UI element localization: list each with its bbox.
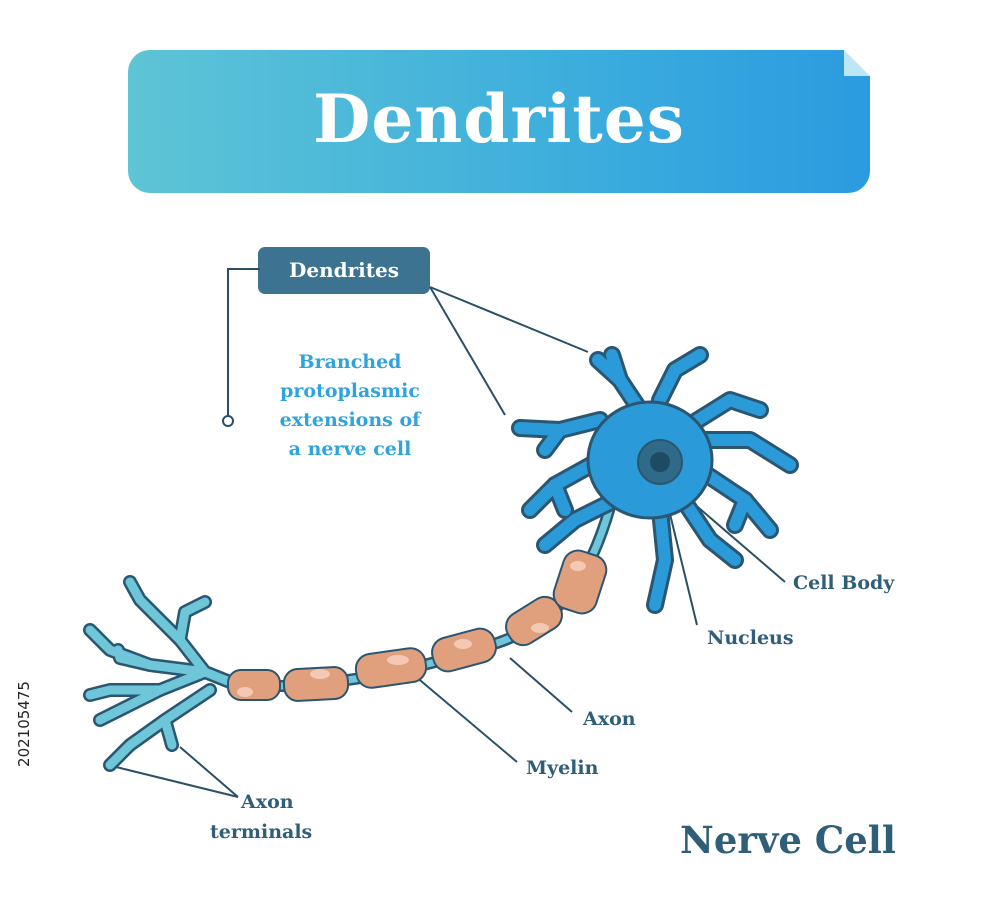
banner-curl [844,50,870,76]
label-axon: Axon [583,708,636,730]
terminals-leader-line [107,746,239,798]
description-line: Branched [298,351,402,373]
myelin-segment [227,669,281,701]
description-line: extensions of [279,409,421,431]
image-id-code: 202105475 [15,681,33,767]
label-myelin: Myelin [526,757,599,779]
myelin-segment [282,666,350,702]
tag-bracket-line [227,268,260,420]
page-title: Dendrites [313,80,685,158]
label-axon-terminals-line2: terminals [210,821,313,843]
dendrite-leader-line [429,286,506,416]
dendrites-description: Branched protoplasmic extensions of a ne… [250,348,450,464]
label-axon-terminals-line1: Axon [241,791,294,813]
myelin-segment [354,647,428,689]
label-nucleus: Nucleus [707,627,794,649]
bracket-end-dot [222,415,234,427]
myelin-sheaths [227,549,608,702]
label-cell-body: Cell Body [793,572,895,594]
dendrite-branches [511,346,799,614]
description-line: a nerve cell [288,438,412,460]
title-banner: Dendrites [128,50,870,193]
axon-terminals [83,575,247,772]
myelin-highlights [237,561,586,697]
dendrite-leader-line [429,286,589,353]
footer-title: Nerve Cell [680,818,896,862]
myelin-leader-line [407,669,518,763]
description-line: protoplasmic [280,380,420,402]
nucleolus [650,452,670,472]
dendrites-tag: Dendrites [258,247,430,294]
myelin-segment [552,549,608,615]
myelin-segment [431,627,497,673]
axon-leader-line [509,657,573,713]
